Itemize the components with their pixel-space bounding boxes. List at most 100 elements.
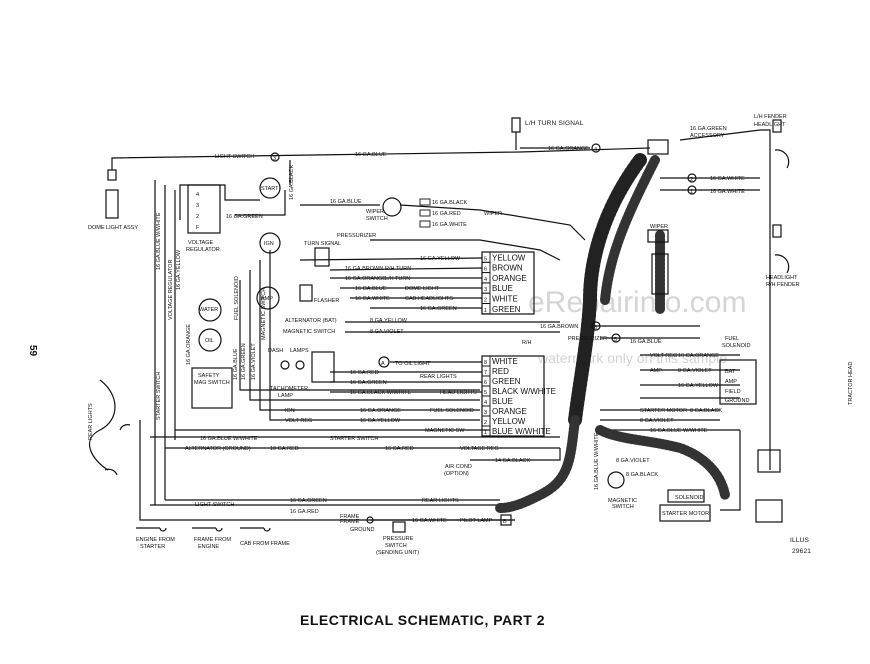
harness-starter: [595, 425, 730, 500]
relay-box-lower: [755, 499, 783, 523]
upper-terminal-cell: [481, 303, 491, 315]
svg-text:16 GA.ORANGE: 16 GA.ORANGE: [678, 353, 719, 359]
svg-text:B: B: [503, 519, 507, 525]
lower-terminal-num: 4: [484, 400, 487, 406]
turn-signal-switch: TURN SIGNAL: [304, 241, 341, 267]
svg-text:HEADLIGHT: HEADLIGHT: [754, 122, 786, 128]
svg-text:16 GA.RED: 16 GA.RED: [290, 509, 319, 515]
svg-text:AIR COND: AIR COND: [445, 464, 472, 470]
svg-text:LAMPS: LAMPS: [290, 348, 309, 354]
svg-text:16 GA.WHITE: 16 GA.WHITE: [412, 518, 447, 524]
tachometer-lamp: TACHOMETER LAMP: [270, 351, 335, 399]
upper-terminal-num: 2: [484, 298, 487, 304]
flasher: FLASHER: [299, 284, 339, 304]
svg-text:ALTERNATOR (BAT): ALTERNATOR (BAT): [285, 318, 337, 324]
svg-text:FUEL SOLENOID: FUEL SOLENOID: [234, 276, 240, 320]
voltage-regulator: 4 3 2 F VOLTAGE REGULATOR: [186, 184, 221, 253]
svg-text:STARTER MOTOR: STARTER MOTOR: [640, 408, 687, 414]
svg-text:16 GA.VIOLET: 16 GA.VIOLET: [251, 343, 257, 380]
svg-text:MAGNETIC SW: MAGNETIC SW: [425, 428, 465, 434]
ground-frame-from-engine: FRAME FROM ENGINE: [192, 527, 231, 550]
svg-text:START: START: [261, 186, 279, 192]
lower-terminal-color: GREEN: [492, 377, 521, 386]
dash-lamps: DASH LAMPS: [268, 348, 309, 370]
svg-text:MAGNETIC: MAGNETIC: [608, 498, 637, 504]
svg-text:L/H FENDER: L/H FENDER: [754, 114, 787, 120]
svg-text:SWITCH: SWITCH: [385, 543, 407, 549]
svg-text:STARTER SWITCH: STARTER SWITCH: [156, 372, 162, 420]
svg-text:PRESSURIZER: PRESSURIZER: [568, 336, 607, 342]
dome-light-assy: DOME LIGHT ASSY: [88, 169, 138, 231]
upper-terminal-color: GREEN: [492, 305, 521, 314]
svg-text:4: 4: [594, 147, 597, 153]
starter-motor: STARTER MOTOR: [659, 504, 711, 522]
wire-lh-headlight: [679, 129, 761, 141]
wire-right-trunk: [760, 129, 771, 470]
ground-engine-from-starter: ENGINE FROM STARTER: [136, 527, 175, 550]
svg-text:8 GA.BLACK: 8 GA.BLACK: [626, 472, 658, 478]
svg-text:SWITCH: SWITCH: [612, 504, 634, 510]
svg-text:16 GA.BLUE W/WHITE: 16 GA.BLUE W/WHITE: [200, 436, 258, 442]
svg-text:OIL: OIL: [205, 338, 214, 344]
svg-text:16 GA.RED: 16 GA.RED: [385, 446, 414, 452]
lower-terminal-num: 3: [484, 410, 487, 416]
svg-text:16 GA.YELLOW: 16 GA.YELLOW: [420, 256, 461, 262]
svg-text:FLASHER: FLASHER: [314, 298, 339, 304]
svg-text:FUEL SOLENOID: FUEL SOLENOID: [430, 408, 474, 414]
svg-text:R/H TURN: R/H TURN: [385, 266, 411, 272]
svg-text:16 GA.WHITE: 16 GA.WHITE: [710, 176, 745, 182]
lower-terminal-num: 8: [484, 360, 487, 366]
upper-terminal-num: 6: [484, 267, 487, 273]
svg-text:16 GA.GREEN: 16 GA.GREEN: [226, 214, 263, 220]
svg-text:8 GA.VIOLET: 8 GA.VIOLET: [370, 329, 404, 335]
illustration-number: ILLUS 29621: [790, 537, 811, 555]
svg-text:16 GA.GREEN: 16 GA.GREEN: [290, 498, 327, 504]
svg-text:16 GA.ORANGE: 16 GA.ORANGE: [345, 276, 386, 282]
svg-text:STARTER: STARTER: [140, 544, 165, 550]
svg-text:BAT: BAT: [725, 369, 736, 375]
svg-text:16 GA.YELLOW: 16 GA.YELLOW: [360, 418, 401, 424]
upper-terminal-color: ORANGE: [492, 274, 527, 283]
right-terminal-block: BAT AMP FIELD GROUND: [719, 359, 757, 405]
svg-text:16 GA.YELLOW: 16 GA.YELLOW: [176, 249, 182, 290]
svg-text:ENGINE FROM: ENGINE FROM: [136, 537, 175, 543]
svg-text:16 GA.YELLOW: 16 GA.YELLOW: [678, 383, 719, 389]
lower-terminal-color: YELLOW: [492, 417, 526, 426]
svg-text:REAR LIGHTS: REAR LIGHTS: [422, 498, 459, 504]
svg-text:L/H TURN SIGNAL: L/H TURN SIGNAL: [525, 120, 584, 127]
lower-terminal-num: 7: [484, 370, 487, 376]
svg-text:AMP: AMP: [725, 379, 737, 385]
ground-cab-from-frame: CAB FROM FRAME: [240, 527, 290, 547]
svg-text:16 GA.GREEN: 16 GA.GREEN: [350, 380, 387, 386]
ign-switch: IGN: [259, 232, 281, 254]
lower-terminal-color: BLUE: [492, 397, 513, 406]
fuel-solenoid: FUEL SOLENOID: [722, 336, 750, 349]
svg-text:DASH: DASH: [268, 348, 283, 354]
svg-text:REAR LIGHTS: REAR LIGHTS: [420, 374, 457, 380]
svg-text:SOLENOID: SOLENOID: [675, 495, 703, 501]
svg-text:WIPER: WIPER: [650, 224, 668, 230]
svg-text:LIGHT SWITCH: LIGHT SWITCH: [195, 502, 234, 508]
svg-text:29621: 29621: [792, 548, 811, 555]
lower-terminal-color: WHITE: [492, 357, 518, 366]
svg-text:1: 1: [690, 189, 693, 195]
svg-text:2: 2: [690, 177, 693, 183]
page-number: 59: [27, 345, 38, 357]
start-switch: START: [259, 177, 281, 199]
svg-text:GROUND: GROUND: [350, 527, 374, 533]
svg-text:10 GA.RED: 10 GA.RED: [270, 446, 299, 452]
upper-terminal-color: BLUE: [492, 284, 513, 293]
rear-lights: REAR LIGHTS: [88, 379, 131, 476]
wire-light-switch-top: [111, 147, 651, 170]
lower-terminal-num: 5: [484, 390, 487, 396]
svg-text:16 GA.RED: 16 GA.RED: [432, 211, 461, 217]
svg-text:SWITCH: SWITCH: [366, 216, 388, 222]
svg-text:8 GA.BLACK: 8 GA.BLACK: [690, 408, 722, 414]
svg-text:(SENDING UNIT): (SENDING UNIT): [376, 550, 419, 556]
svg-text:14 GA.BLACK: 14 GA.BLACK: [495, 458, 530, 464]
svg-text:16 GA.GREEN: 16 GA.GREEN: [241, 343, 247, 380]
svg-text:16 GA.BROWN: 16 GA.BROWN: [345, 266, 383, 272]
